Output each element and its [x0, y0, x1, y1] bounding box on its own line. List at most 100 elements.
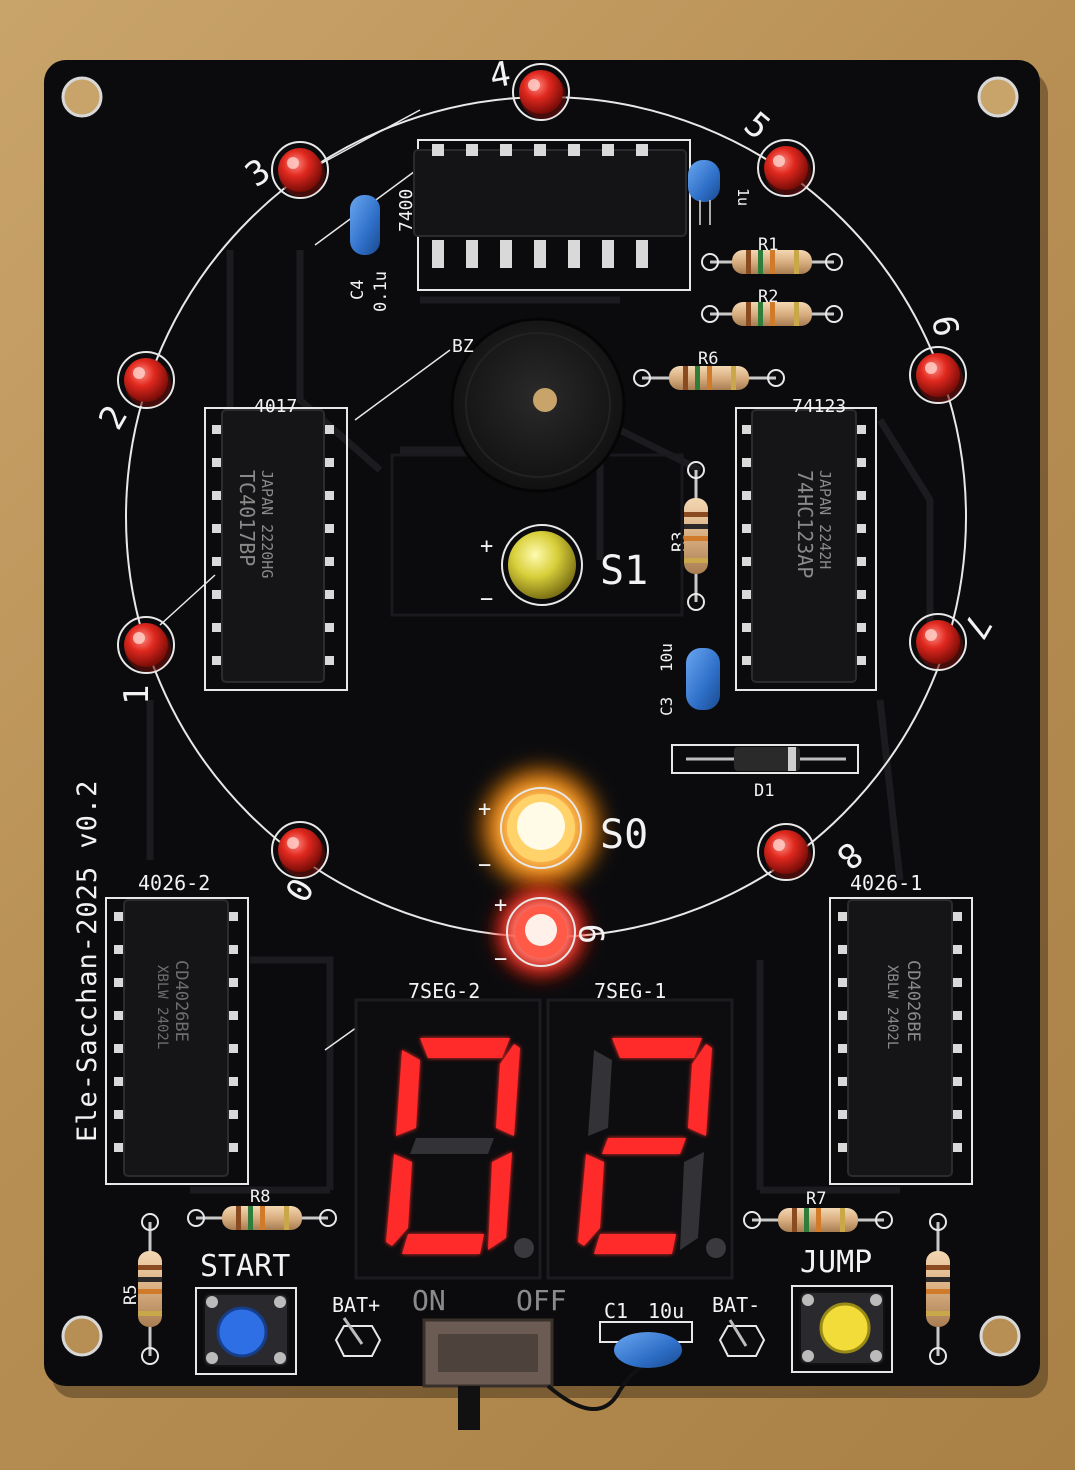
led6-minus: −	[494, 947, 507, 972]
segment-d	[402, 1234, 484, 1254]
c3-value: 10u	[657, 643, 676, 672]
c4-value: 0.1u	[371, 271, 391, 312]
capacitor-top: 1u	[688, 160, 752, 225]
segment-dp	[706, 1238, 726, 1258]
ring-led-6-lit: + − 9	[489, 880, 613, 984]
power-switch[interactable]: ON OFF	[412, 1284, 661, 1430]
d1-ref: D1	[754, 781, 774, 801]
capacitor-c4: C4 0.1u	[348, 195, 391, 312]
c1-ref: C1	[604, 1299, 628, 1323]
segment-d	[594, 1234, 676, 1254]
diode-d1: D1	[671, 744, 859, 801]
s0-minus: −	[478, 853, 491, 878]
c-top-value: 1u	[734, 188, 752, 206]
capacitor-c1: C1 10u	[599, 1299, 693, 1368]
resistor-r4	[926, 1213, 950, 1365]
resistor-r8-ref: R8	[250, 1187, 270, 1207]
buzzer-ref: BZ	[452, 336, 474, 357]
pcb-board	[44, 60, 1040, 1386]
ic-7400-ref: 7400	[396, 189, 417, 232]
status-led-s1: + − S1	[480, 524, 648, 612]
c1-value: 10u	[648, 1299, 684, 1323]
segment-e	[578, 1154, 604, 1246]
segment-f	[588, 1050, 612, 1136]
segment-a	[612, 1038, 702, 1058]
ring-led-1: 1	[117, 616, 175, 705]
start-button[interactable]: START	[195, 1249, 297, 1375]
resistor-r7-ref: R7	[806, 1189, 826, 1209]
bat-plus-label: BAT+	[332, 1293, 380, 1317]
segment-e	[386, 1154, 412, 1246]
s0-plus: +	[478, 797, 491, 822]
battery-terminals: BAT+ BAT-	[332, 1293, 766, 1357]
ic-4026-2: 4026-2 CD4026BE XBLW 2402L	[105, 871, 249, 1185]
segment-dp	[514, 1238, 534, 1258]
segment-g	[410, 1138, 494, 1154]
ring-led-7: 7	[909, 608, 999, 671]
ic-4026-2-marking-2: XBLW 2402L	[154, 965, 170, 1049]
start-label: START	[200, 1249, 290, 1284]
ic-4017-marking-1: JAPAN 2220HG	[258, 470, 276, 578]
board-title: Ele-Sacchan-2025 v0.2	[72, 780, 103, 1142]
segment-a	[420, 1038, 510, 1058]
ic-74123-marking-1: JAPAN 2242H	[816, 470, 834, 569]
resistor-r3: R3	[669, 461, 708, 611]
s1-plus: +	[480, 534, 493, 559]
resistor-r1: R1	[701, 235, 843, 274]
segment-c	[680, 1152, 704, 1250]
s0-label: S0	[600, 812, 648, 858]
ic-7400: 7400	[396, 139, 691, 291]
mounting-holes	[61, 76, 1021, 1357]
segment-b	[496, 1044, 520, 1136]
resistor-r5: R5	[121, 1213, 162, 1365]
switch-on-label: ON	[412, 1284, 446, 1317]
led6-plus: +	[494, 893, 507, 918]
s1-label: S1	[600, 548, 648, 594]
ic-4026-1-ref: 4026-1	[850, 871, 922, 895]
jump-button-cap[interactable]	[819, 1302, 871, 1354]
start-button-cap[interactable]	[216, 1306, 268, 1358]
switch-off-label: OFF	[516, 1284, 567, 1317]
resistor-r6-ref: R6	[698, 349, 718, 369]
segment-f	[396, 1050, 420, 1136]
ic-4026-1-marking-2: XBLW 2402L	[884, 965, 900, 1049]
seg-digit-left	[386, 1038, 534, 1258]
resistor-r1-ref: R1	[758, 235, 778, 255]
ic-4026-1: 4026-1 CD4026BE XBLW 2402L	[829, 871, 973, 1185]
bat-minus-label: BAT-	[712, 1293, 760, 1317]
resistor-r8: R8	[187, 1187, 337, 1230]
switch-lever[interactable]	[458, 1386, 480, 1430]
ic-4026-2-marking-1: CD4026BE	[171, 960, 191, 1042]
buzzer: BZ	[390, 317, 684, 617]
ic-74123-ref: 74123	[792, 396, 846, 417]
ic-4017-marking-2: TC4017BP	[235, 470, 259, 566]
jump-button[interactable]: JUMP	[791, 1245, 893, 1373]
s1-minus: −	[480, 587, 493, 612]
segment-g	[602, 1138, 686, 1154]
status-led-s0: + − S0	[471, 758, 648, 898]
led6-label: 9	[573, 924, 613, 944]
seg-digit-right	[578, 1038, 726, 1258]
segment-c	[488, 1152, 512, 1250]
resistor-r3-ref: R3	[669, 532, 689, 552]
capacitor-c3: C3 10u	[657, 643, 720, 716]
ic-4026-2-ref: 4026-2	[138, 871, 210, 895]
resistor-r6: R6	[633, 349, 785, 390]
resistor-r2-ref: R2	[758, 287, 778, 307]
resistor-r2: R2	[701, 287, 843, 326]
ic-4017-ref: 4017	[254, 396, 297, 417]
seven-segment-display: 7SEG-2 7SEG-1	[354, 979, 734, 1280]
c4-ref: C4	[348, 280, 368, 300]
ic-4026-1-marking-1: CD4026BE	[903, 960, 923, 1042]
ic-74123-marking-2: 74HC123AP	[793, 470, 817, 578]
ic-74123: 74123 JAPAN 2242H 74HC123AP	[735, 396, 877, 691]
c3-ref: C3	[657, 697, 676, 716]
resistor-r7: R7	[743, 1189, 893, 1232]
jump-label: JUMP	[800, 1245, 872, 1280]
ring-led-label-1: 1	[117, 685, 157, 705]
resistor-r5-ref: R5	[121, 1285, 141, 1305]
ic-4017: 4017 JAPAN 2220HG TC4017BP	[204, 396, 348, 691]
segment-b	[688, 1044, 712, 1136]
